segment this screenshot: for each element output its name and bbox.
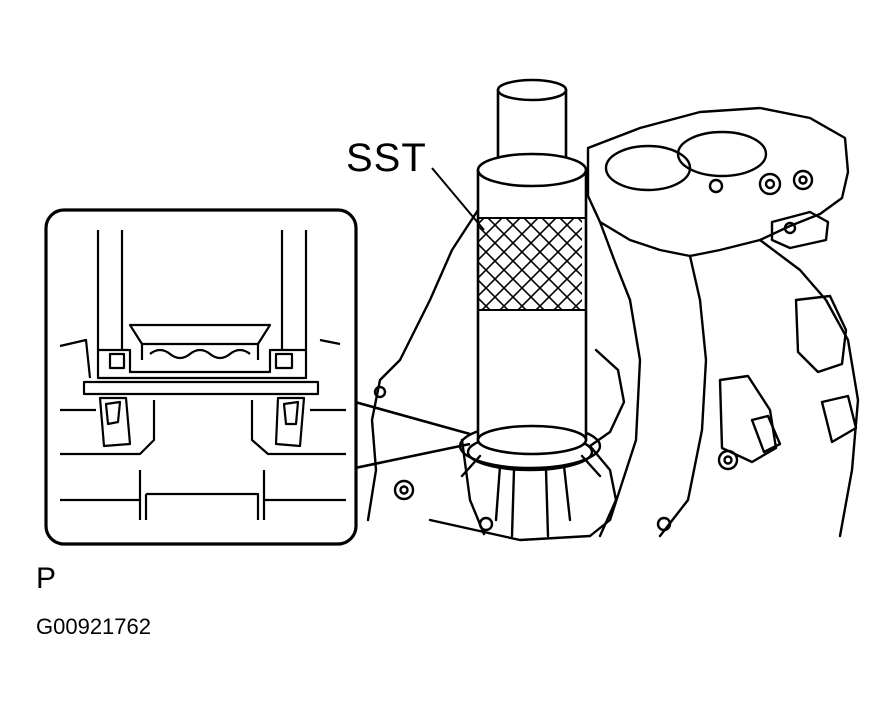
callout-leader [431, 167, 485, 231]
figure-code: G00921762 [36, 614, 151, 639]
transmission-case [366, 106, 860, 542]
sst-callout-label: SST [346, 136, 427, 180]
inset-detail-view [44, 208, 471, 546]
view-mark-label: P [36, 562, 57, 595]
sst-tool [476, 78, 588, 456]
